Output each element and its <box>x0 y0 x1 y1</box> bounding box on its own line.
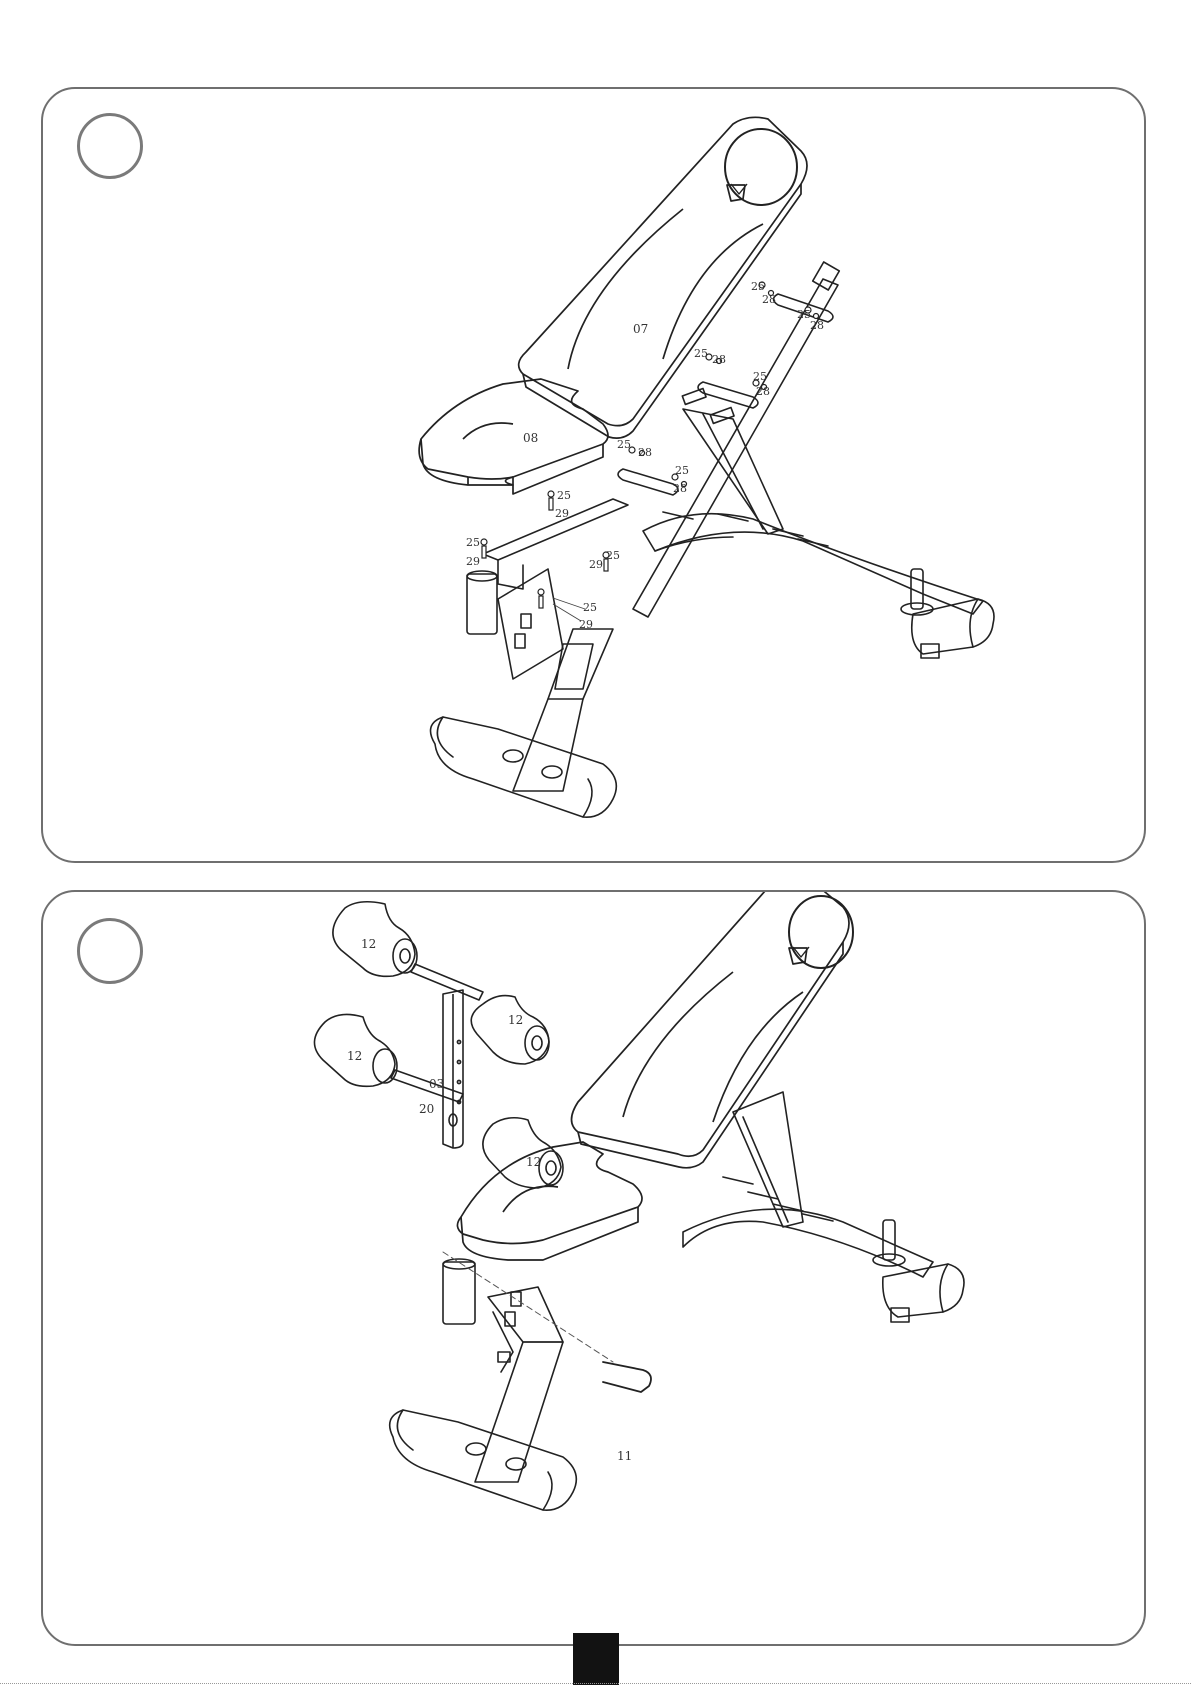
label-12: 12 <box>347 1049 362 1063</box>
front-tube-holder <box>467 574 497 634</box>
label-28: 28 <box>762 293 776 306</box>
rear-foot <box>912 599 994 654</box>
page-number-tab <box>573 1633 619 1685</box>
label-25: 25 <box>466 536 480 549</box>
label-28: 28 <box>756 385 770 398</box>
part-labels-step-1: 07 08 25 28 25 28 25 28 25 28 25 28 25 2… <box>466 280 824 631</box>
step-2-panel: 12 12 12 12 03 20 11 <box>41 890 1146 1646</box>
part-labels-step-2: 12 12 12 12 03 20 11 <box>347 937 632 1463</box>
cross-plate-mid <box>698 382 758 408</box>
logo-emblem <box>789 896 853 968</box>
label-25: 25 <box>753 370 767 383</box>
label-12: 12 <box>361 937 376 951</box>
roller-axle <box>411 964 483 1000</box>
label-25: 25 <box>606 549 620 562</box>
back-spine <box>633 279 838 617</box>
step-2-number <box>77 918 143 984</box>
foam-roller <box>471 996 549 1064</box>
label-25: 25 <box>694 347 708 360</box>
label-03: 03 <box>429 1077 444 1091</box>
front-tube-holder <box>443 1262 475 1324</box>
foam-roller <box>483 1118 561 1188</box>
label-29: 29 <box>579 618 593 631</box>
step-1-illustration: 07 08 25 28 25 28 25 28 25 28 25 28 25 2… <box>43 89 1146 863</box>
label-28: 28 <box>673 482 687 495</box>
label-28: 28 <box>810 319 824 332</box>
label-25: 25 <box>617 438 631 451</box>
rear-foot <box>883 1264 964 1317</box>
label-25: 25 <box>675 464 689 477</box>
label-25: 25 <box>583 601 597 614</box>
label-28: 28 <box>712 353 726 366</box>
label-29: 29 <box>466 555 480 568</box>
seat-pad <box>419 379 608 479</box>
lock-pin <box>603 1362 651 1392</box>
label-29: 29 <box>589 558 603 571</box>
rear-base-tube <box>643 514 983 614</box>
cross-plate-low <box>618 469 678 495</box>
label-11: 11 <box>617 1449 632 1463</box>
seat-back-pad <box>572 892 850 1156</box>
label-25: 25 <box>557 489 571 502</box>
bottom-dotted-rule <box>0 1683 1191 1684</box>
label-07: 07 <box>633 322 648 336</box>
front-support <box>475 1342 563 1482</box>
logo-emblem <box>725 129 797 205</box>
step-1-panel: 07 08 25 28 25 28 25 28 25 28 25 28 25 2… <box>41 87 1146 863</box>
seat-pad <box>457 1142 642 1244</box>
label-29: 29 <box>555 507 569 520</box>
label-08: 08 <box>523 431 538 445</box>
label-28: 28 <box>638 446 652 459</box>
front-foot <box>431 717 617 817</box>
label-20: 20 <box>419 1102 434 1116</box>
label-12: 12 <box>526 1155 541 1169</box>
label-25: 25 <box>751 280 765 293</box>
step-2-illustration: 12 12 12 12 03 20 11 <box>43 892 1146 1646</box>
label-25: 25 <box>797 308 811 321</box>
label-12: 12 <box>508 1013 523 1027</box>
step-1-number <box>77 113 143 179</box>
